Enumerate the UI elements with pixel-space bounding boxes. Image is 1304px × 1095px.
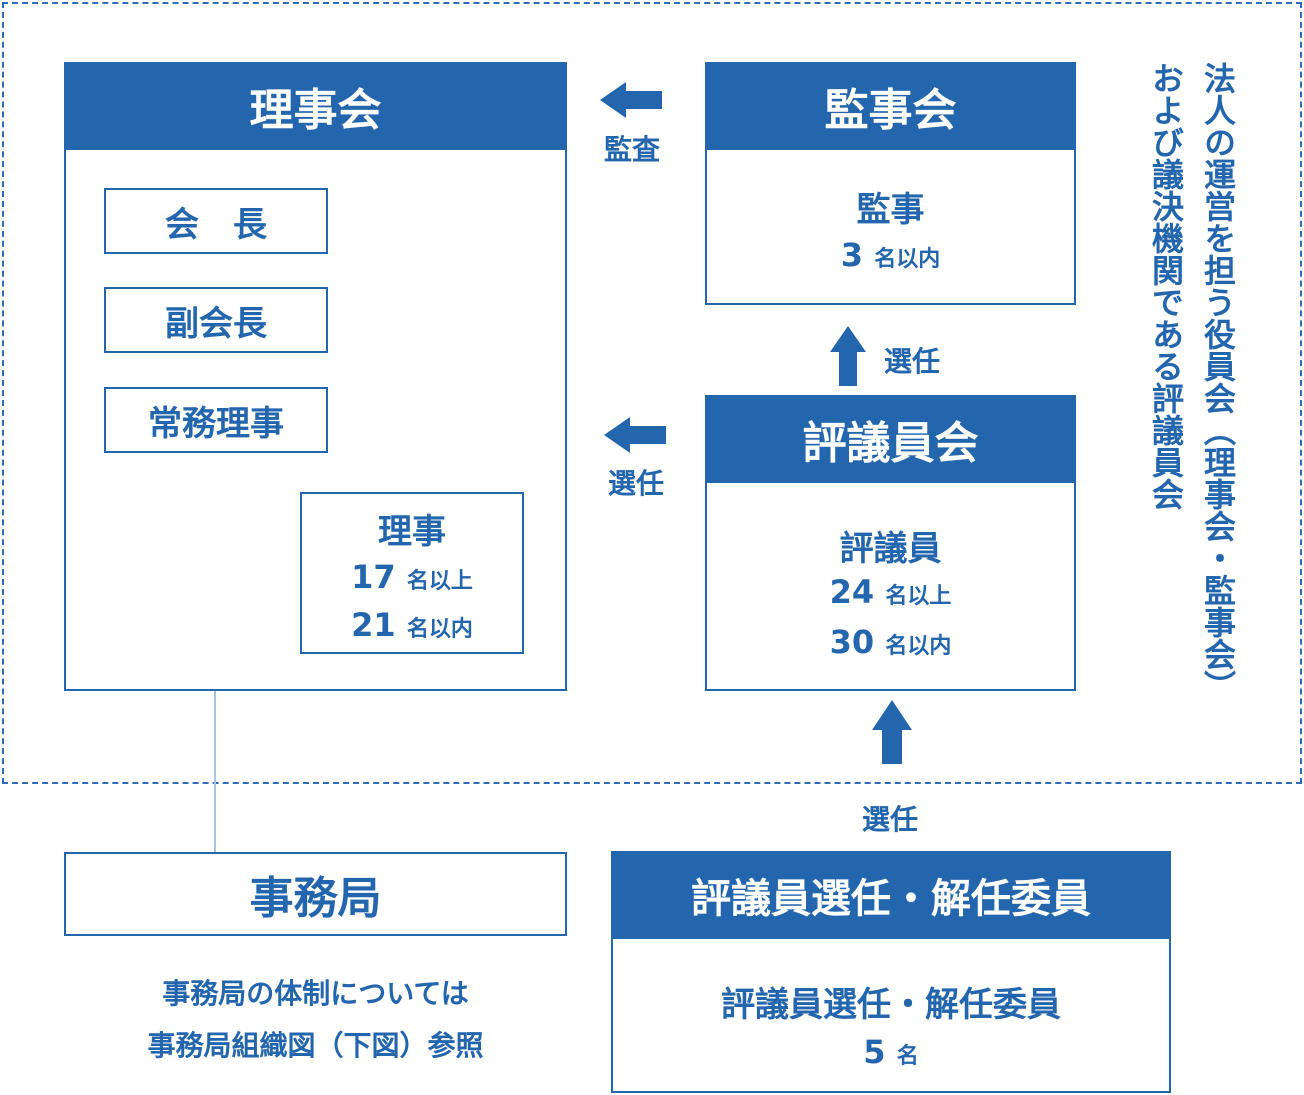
committee-count: 5 名: [863, 1033, 919, 1071]
secretariat-note-line2: 事務局組織図（下図）参照: [147, 1029, 484, 1062]
auditors-council-box: 監事会 監事 3 名以内: [705, 62, 1076, 305]
role-executive-director: 常務理事: [104, 387, 328, 453]
side-note-line1: 法人の運営を担う役員会（理事会・監事会）: [1199, 62, 1237, 702]
select-auditors-arrow-icon: [830, 326, 866, 386]
auditors-council-header: 監事会: [705, 62, 1076, 150]
committee-box: 評議員選任・解任委員 評議員選任・解任委員 5 名: [611, 851, 1171, 1093]
select-directors-arrow-icon: [604, 417, 666, 453]
secretariat-title: 事務局: [249, 873, 382, 924]
role-vice-chairman: 副会長: [104, 287, 328, 353]
councillors-label: 評議員: [839, 529, 942, 569]
directors-min: 17 名以上: [351, 558, 473, 596]
auditors-count: 3 名以内: [840, 236, 941, 274]
select-auditors-label: 選任: [883, 345, 940, 378]
governance-region: [2, 2, 1302, 784]
committee-label: 評議員選任・解任委員: [721, 985, 1061, 1025]
committee-header: 評議員選任・解任委員: [611, 851, 1171, 939]
board-header: 理事会: [64, 62, 567, 150]
auditors-label: 監事: [856, 190, 925, 230]
select-councillors-label: 選任: [861, 803, 918, 836]
audit-arrow-icon: [600, 82, 662, 118]
councillors-max: 30 名以内: [829, 623, 952, 661]
directors-box: 理事 17 名以上 21 名以内: [300, 492, 524, 654]
councillors-council-title: 評議員会: [802, 418, 979, 469]
role-vice-chairman-label: 副会長: [165, 303, 267, 344]
audit-arrow-label: 監査: [603, 133, 660, 166]
secretariat-note: 事務局の体制については 事務局組織図（下図）参照: [64, 968, 567, 1072]
role-chairman-label: 会 長: [165, 204, 267, 245]
directors-max: 21 名以内: [351, 606, 473, 644]
auditors-council-title: 監事会: [824, 85, 957, 136]
councillors-council-box: 評議員会 評議員 24 名以上 30 名以内: [705, 395, 1076, 691]
secretariat-box: 事務局: [64, 852, 567, 936]
directors-label: 理事: [378, 512, 446, 552]
role-chairman: 会 長: [104, 188, 328, 254]
role-executive-director-label: 常務理事: [148, 403, 284, 444]
councillors-min: 24 名以上: [829, 573, 952, 611]
committee-title: 評議員選任・解任委員: [691, 876, 1091, 922]
secretariat-note-line1: 事務局の体制については: [162, 977, 469, 1010]
board-title: 理事会: [249, 85, 382, 136]
councillors-council-header: 評議員会: [705, 395, 1076, 483]
select-councillors-arrow-icon: [872, 700, 912, 764]
select-directors-label: 選任: [607, 467, 664, 500]
side-note-line2: および議決機関である評議員会: [1147, 62, 1185, 510]
